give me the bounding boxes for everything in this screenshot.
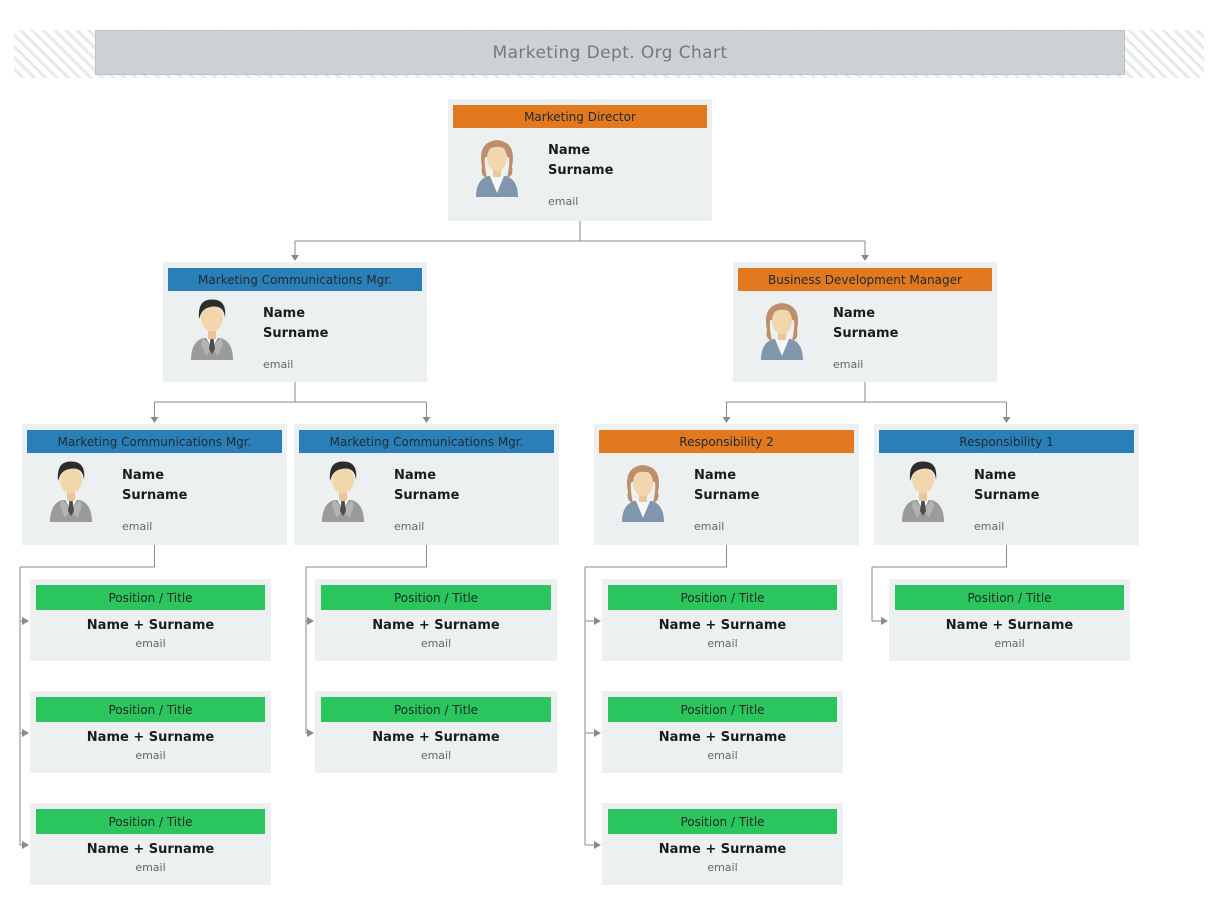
person-name-block: Name Surname [694, 466, 759, 506]
person-surname: Surname [694, 488, 760, 503]
position-email: email [707, 861, 738, 874]
org-card-resp2[interactable]: Responsibility 2 Name Surname email [594, 424, 859, 545]
person-avatar-man-icon [48, 460, 94, 522]
person-surname: Surname [833, 326, 899, 341]
position-email: email [420, 749, 452, 762]
person-surname: Surname [122, 488, 188, 503]
person-avatar-man-icon [189, 298, 235, 360]
position-card[interactable]: Position / Title Name + Surname email [30, 803, 271, 885]
person-name-block: Name Surname [974, 466, 1039, 506]
person-email: email [694, 520, 725, 533]
person-surname: Surname [974, 488, 1040, 503]
person-name: Name [974, 468, 1017, 483]
person-avatar-woman-icon [759, 298, 805, 360]
person-avatar-man-icon [320, 460, 366, 522]
org-card-bdm[interactable]: Business Development Manager Name Surnam… [733, 262, 997, 382]
position-card-header: Position / Title [321, 697, 551, 722]
chart-title: Marketing Dept. Org Chart [492, 42, 728, 63]
position-name: Name + Surname [658, 842, 787, 857]
person-email: email [548, 195, 579, 208]
person-email: email [263, 358, 294, 371]
person-name: Name [122, 468, 165, 483]
position-card-header: Position / Title [36, 809, 265, 834]
org-card-header: Business Development Manager [738, 268, 992, 291]
position-name: Name + Surname [658, 730, 787, 745]
position-name: Name + Surname [372, 730, 500, 745]
position-card[interactable]: Position / Title Name + Surname email [315, 691, 557, 773]
position-card-header: Position / Title [895, 585, 1124, 610]
position-email: email [707, 749, 738, 762]
person-surname: Surname [263, 326, 329, 341]
person-name-block: Name Surname [394, 466, 459, 506]
position-card-header: Position / Title [36, 585, 265, 610]
org-card-header: Marketing Communications Mgr. [27, 430, 282, 453]
position-card-header: Position / Title [608, 809, 837, 834]
person-name-block: Name Surname [548, 141, 613, 181]
person-surname: Surname [394, 488, 460, 503]
person-avatar-woman-icon [620, 460, 666, 522]
position-email: email [135, 749, 166, 762]
org-card-header: Marketing Director [453, 105, 707, 128]
person-email: email [833, 358, 864, 371]
position-card-header: Position / Title [321, 585, 551, 610]
person-name: Name [833, 306, 876, 321]
person-email: email [394, 520, 425, 533]
position-name: Name + Surname [86, 618, 215, 633]
position-name: Name + Surname [658, 618, 787, 633]
position-email: email [135, 861, 166, 874]
position-email: email [420, 637, 452, 650]
position-email: email [135, 637, 166, 650]
person-name-block: Name Surname [833, 304, 898, 344]
org-card-mcm_b[interactable]: Marketing Communications Mgr. Name Surna… [294, 424, 559, 545]
position-card[interactable]: Position / Title Name + Surname email [315, 579, 557, 661]
person-avatar-man-icon [900, 460, 946, 522]
person-email: email [974, 520, 1005, 533]
position-name: Name + Surname [945, 618, 1074, 633]
person-name-block: Name Surname [122, 466, 187, 506]
position-card[interactable]: Position / Title Name + Surname email [30, 691, 271, 773]
person-avatar-woman-icon [474, 135, 520, 197]
position-card[interactable]: Position / Title Name + Surname email [602, 579, 843, 661]
org-card-director[interactable]: Marketing Director Name Surname email [448, 99, 712, 221]
position-card[interactable]: Position / Title Name + Surname email [30, 579, 271, 661]
person-name: Name [548, 143, 591, 158]
org-card-header: Responsibility 2 [599, 430, 854, 453]
person-surname: Surname [548, 163, 614, 178]
chart-title-box: Marketing Dept. Org Chart [95, 30, 1125, 75]
org-card-mcm_a[interactable]: Marketing Communications Mgr. Name Surna… [22, 424, 287, 545]
position-card-header: Position / Title [608, 585, 837, 610]
org-card-header: Responsibility 1 [879, 430, 1134, 453]
position-card[interactable]: Position / Title Name + Surname email [889, 579, 1130, 661]
position-name: Name + Surname [86, 730, 215, 745]
org-card-mcm[interactable]: Marketing Communications Mgr. Name Surna… [163, 262, 427, 382]
org-card-header: Marketing Communications Mgr. [299, 430, 554, 453]
position-card-header: Position / Title [608, 697, 837, 722]
org-card-resp1[interactable]: Responsibility 1 Name Surname email [874, 424, 1139, 545]
position-card[interactable]: Position / Title Name + Surname email [602, 803, 843, 885]
position-name: Name + Surname [86, 842, 215, 857]
person-email: email [122, 520, 153, 533]
position-name: Name + Surname [372, 618, 500, 633]
org-card-header: Marketing Communications Mgr. [168, 268, 422, 291]
person-name-block: Name Surname [263, 304, 328, 344]
position-email: email [994, 637, 1025, 650]
person-name: Name [694, 468, 737, 483]
position-card[interactable]: Position / Title Name + Surname email [602, 691, 843, 773]
person-name: Name [263, 306, 306, 321]
person-name: Name [394, 468, 437, 483]
position-email: email [707, 637, 738, 650]
position-card-header: Position / Title [36, 697, 265, 722]
